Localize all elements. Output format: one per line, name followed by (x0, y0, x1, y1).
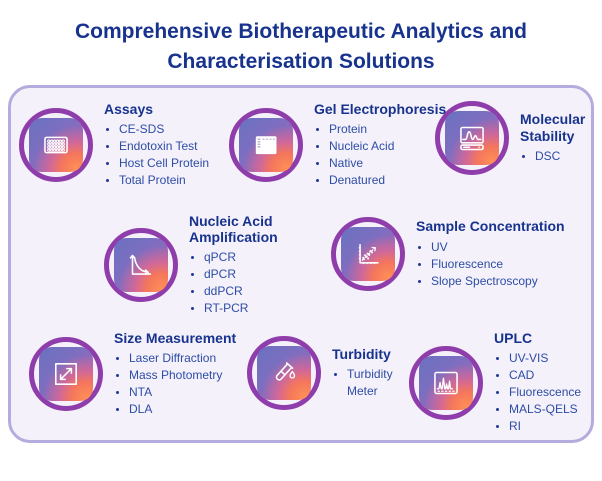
icon-tile (114, 238, 168, 293)
page-title: Comprehensive Biotherapeutic Analytics a… (74, 20, 527, 73)
category-items: UV Fluorescence Slope Spectroscopy (416, 239, 565, 290)
list-item: DLA (129, 401, 236, 418)
category-card-uplc: UPLC UV-VIS CAD Fluorescence MALS-QELS R… (409, 330, 581, 435)
test-tube-icon (267, 356, 301, 390)
list-item: Laser Diffraction (129, 350, 236, 367)
category-items: CE-SDS Endotoxin Test Host Cell Protein … (104, 121, 209, 189)
list-item: CE-SDS (119, 121, 209, 138)
icon-tile (239, 118, 293, 173)
list-item: qPCR (204, 249, 297, 266)
icon-ring (29, 337, 103, 412)
list-item: dPCR (204, 266, 297, 283)
icon-tile (445, 111, 499, 165)
icon-ring (229, 108, 303, 183)
list-item: Fluorescence (509, 384, 581, 401)
solutions-panel: Assays CE-SDS Endotoxin Test Host Cell P… (8, 85, 594, 443)
icon-ring (19, 108, 93, 183)
icon-tile (39, 347, 93, 402)
list-item: UV (431, 239, 565, 256)
list-item: Denatured (329, 172, 446, 189)
category-card-turbidity: Turbidity Turbidity Meter (247, 336, 410, 410)
icon-tile (419, 355, 473, 410)
category-title: Molecular Stability (520, 111, 586, 144)
list-item: Fluorescence (431, 256, 565, 273)
list-item: Slope Spectroscopy (431, 273, 565, 290)
icon-ring (104, 228, 178, 303)
category-card-nucleic-acid-amplification: Nucleic Acid Amplification qPCR dPCR ddP… (104, 213, 297, 317)
category-title: Nucleic Acid Amplification (189, 213, 278, 246)
gel-blot-icon (249, 128, 283, 162)
category-items: qPCR dPCR ddPCR RT-PCR (189, 249, 297, 317)
amplification-curve-icon (124, 248, 158, 282)
icon-ring (409, 345, 483, 420)
list-item: RT-PCR (204, 300, 297, 317)
category-card-sample-concentration: Sample Concentration UV Fluorescence Slo… (331, 217, 565, 291)
icon-tile (257, 346, 311, 400)
list-item: Total Protein (119, 172, 209, 189)
list-item: UV-VIS (509, 350, 581, 367)
category-card-size-measurement: Size Measurement Laser Diffraction Mass … (29, 330, 236, 418)
list-item: Endotoxin Test (119, 138, 209, 155)
category-items: DSC (520, 148, 591, 165)
icon-ring (435, 101, 509, 175)
icon-ring (247, 336, 321, 410)
size-arrow-icon (49, 357, 83, 391)
scatter-plot-icon (351, 237, 385, 271)
category-title: Size Measurement (114, 330, 237, 346)
category-items: Laser Diffraction Mass Photometry NTA DL… (114, 350, 236, 418)
list-item: Turbidity Meter (347, 366, 410, 400)
category-title: Turbidity (332, 345, 391, 362)
category-card-molecular-stability: Molecular Stability DSC (435, 101, 591, 175)
category-title: UPLC (494, 330, 533, 346)
list-item: Host Cell Protein (119, 155, 209, 172)
category-card-assays: Assays CE-SDS Endotoxin Test Host Cell P… (19, 101, 209, 189)
list-item: Mass Photometry (129, 367, 236, 384)
list-item: MALS-QELS (509, 401, 581, 418)
list-item: Native (329, 155, 446, 172)
icon-tile (29, 118, 83, 173)
category-title: Sample Concentration (416, 218, 565, 235)
category-title: Gel Electrophoresis (314, 101, 447, 117)
list-item: Nucleic Acid (329, 138, 446, 155)
microplate-icon (39, 128, 73, 162)
category-card-gel-electrophoresis: Gel Electrophoresis Protein Nucleic Acid… (229, 101, 446, 189)
list-item: NTA (129, 384, 236, 401)
icon-ring (331, 217, 405, 291)
list-item: Protein (329, 121, 446, 138)
icon-tile (341, 227, 395, 281)
category-items: Turbidity Meter (332, 366, 410, 400)
dsc-instrument-icon (455, 121, 489, 155)
category-items: Protein Nucleic Acid Native Denatured (314, 121, 446, 189)
chromatogram-icon (429, 366, 463, 400)
category-title: Assays (104, 101, 154, 117)
category-items: UV-VIS CAD Fluorescence MALS-QELS RI (494, 350, 581, 435)
list-item: RI (509, 418, 581, 435)
list-item: DSC (535, 148, 591, 165)
list-item: CAD (509, 367, 581, 384)
list-item: ddPCR (204, 283, 297, 300)
